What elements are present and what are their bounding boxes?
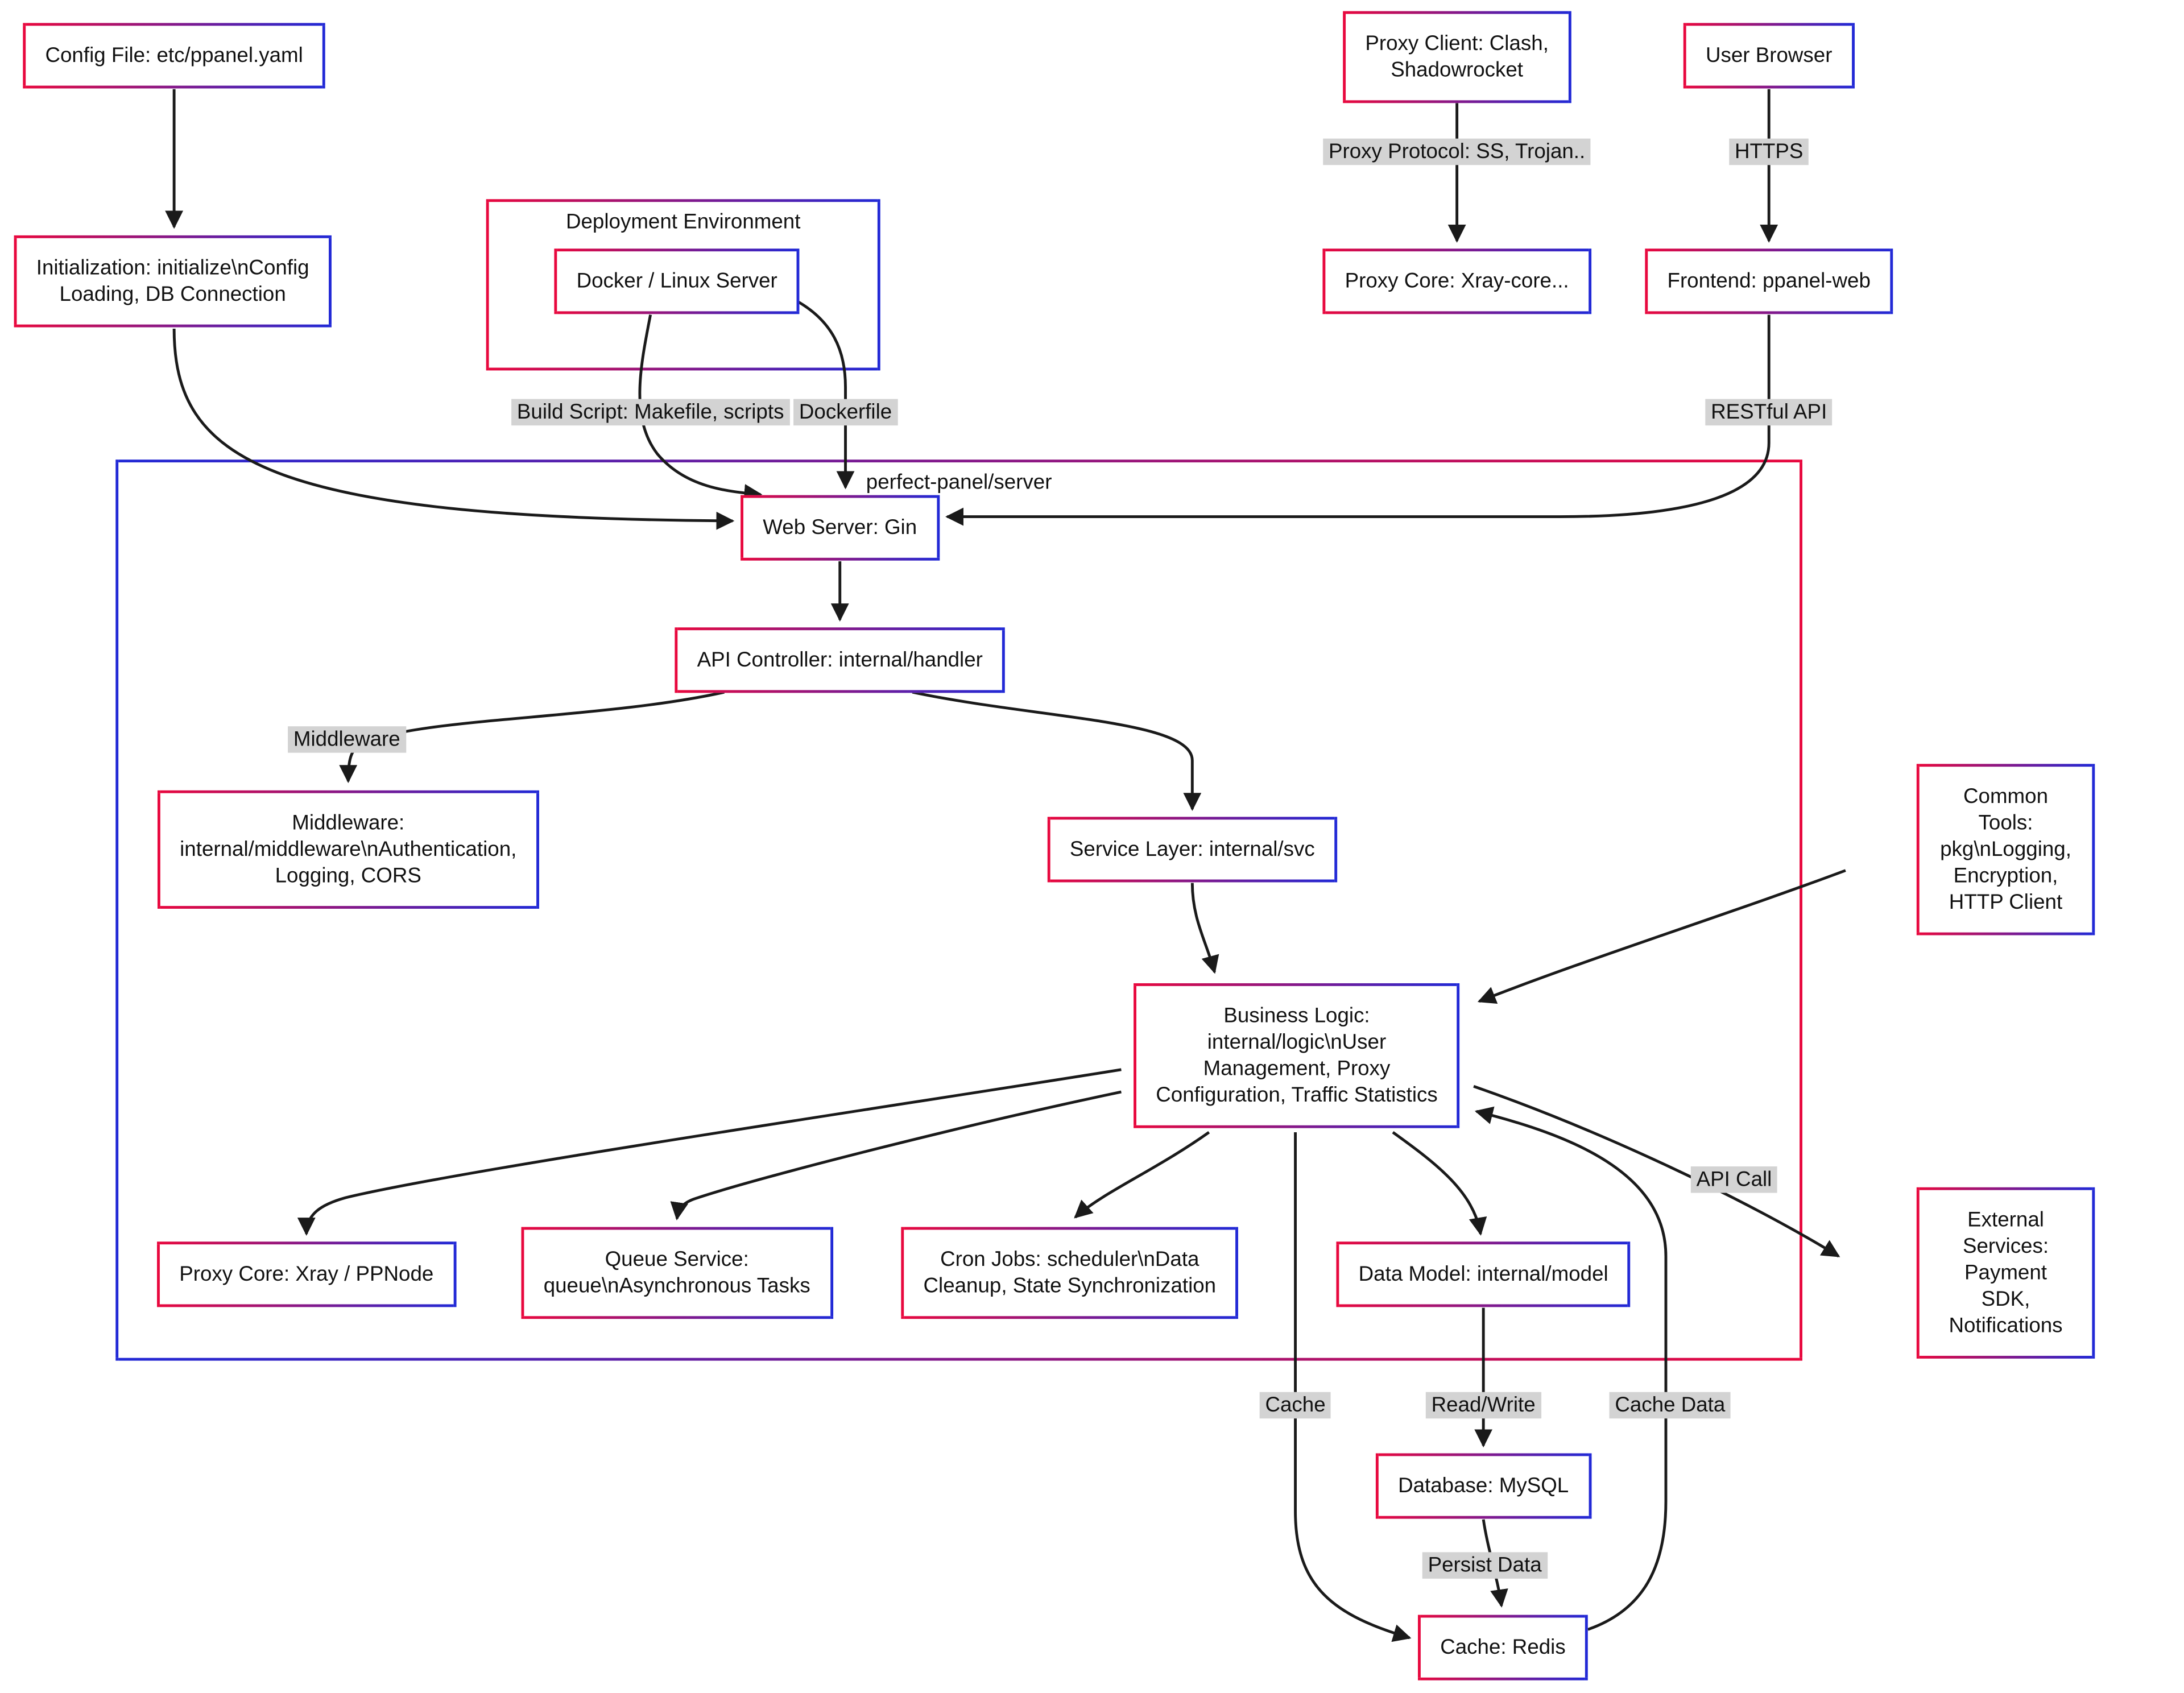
edge-label-cache-data: Cache Data: [1609, 1392, 1731, 1419]
edge-label-proxy-protocol: Proxy Protocol: SS, Trojan..: [1323, 138, 1591, 165]
cluster-deployment-environment: Deployment Environment: [486, 199, 880, 371]
node-service-layer: Service Layer: internal/svc: [1047, 817, 1337, 883]
edge-label-read-write: Read/Write: [1425, 1392, 1541, 1419]
node-initialization: Initialization: initialize\nConfig Loadi…: [14, 235, 332, 328]
node-web-server-gin: Web Server: Gin: [741, 495, 940, 561]
edge-businesslogic-to-proxycore: [297, 1068, 1122, 1236]
edge-businesslogic-to-cronjobs: [1074, 1131, 1210, 1219]
node-cache-redis: Cache: Redis: [1418, 1615, 1588, 1680]
node-frontend-ppanel-web: Frontend: ppanel-web: [1645, 249, 1893, 314]
node-api-controller: API Controller: internal/handler: [675, 627, 1006, 693]
node-common-tools: Common Tools: pkg\nLogging, Encryption, …: [1916, 764, 2095, 936]
edge-apicontroller-to-middleware: [339, 690, 725, 784]
node-database-mysql: Database: MySQL: [1375, 1453, 1591, 1519]
node-cron-jobs: Cron Jobs: scheduler\nData Cleanup, Stat…: [901, 1227, 1239, 1319]
node-queue-service: Queue Service: queue\nAsynchronous Tasks: [521, 1227, 833, 1319]
edge-label-dockerfile: Dockerfile: [793, 399, 897, 426]
edge-label-build-script: Build Script: Makefile, scripts: [511, 399, 790, 426]
edge-docker-to-webserver-buildscript: [638, 314, 763, 502]
edge-businesslogic-to-datamodel: [1392, 1131, 1487, 1236]
edge-apicontroller-to-servicelayer: [912, 690, 1202, 812]
cluster-perfect-panel-server: perfect-panel/server: [115, 460, 1802, 1361]
node-proxy-core-ppnode: Proxy Core: Xray / PPNode: [157, 1241, 456, 1307]
node-data-model: Data Model: internal/model: [1336, 1241, 1631, 1307]
node-proxy-client: Proxy Client: Clash, Shadowrocket: [1343, 11, 1571, 104]
edge-label-api-call: API Call: [1690, 1166, 1778, 1193]
node-config-file: Config File: etc/ppanel.yaml: [23, 23, 325, 89]
edge-label-https: HTTPS: [1729, 138, 1809, 165]
edge-businesslogic-to-externalservices: [1473, 1084, 1840, 1258]
node-user-browser: User Browser: [1683, 23, 1855, 89]
node-business-logic: Business Logic: internal/logic\nUser Man…: [1134, 983, 1460, 1128]
edge-servicelayer-to-businesslogic: [1190, 883, 1219, 974]
edge-redis-to-businesslogic-cachedata: [1474, 1106, 1668, 1631]
edge-docker-to-webserver-dockerfile: [793, 298, 855, 490]
node-middleware: Middleware: internal/middleware\nAuthent…: [157, 790, 539, 909]
edge-businesslogic-to-redis-cache: [1294, 1132, 1412, 1642]
edge-commontools-to-businesslogic: [1477, 869, 1846, 1004]
edge-businesslogic-to-queueservice: [670, 1090, 1122, 1221]
node-docker-linux-server: Docker / Linux Server: [554, 249, 800, 314]
edge-label-middleware: Middleware: [288, 726, 406, 753]
node-proxy-core-xray: Proxy Core: Xray-core...: [1322, 249, 1591, 314]
edge-initialization-to-webserver: [172, 328, 735, 530]
cluster-perfect-panel-server-label: perfect-panel/server: [866, 470, 1052, 495]
edge-label-restful-api: RESTful API: [1705, 399, 1833, 426]
cluster-deployment-environment-label: Deployment Environment: [565, 210, 801, 234]
edge-label-persist-data: Persist Data: [1422, 1552, 1548, 1579]
node-external-services: External Services: Payment SDK, Notifica…: [1916, 1187, 2095, 1359]
edge-frontend-to-webserver: [945, 314, 1771, 526]
edge-label-cache: Cache: [1259, 1392, 1331, 1419]
